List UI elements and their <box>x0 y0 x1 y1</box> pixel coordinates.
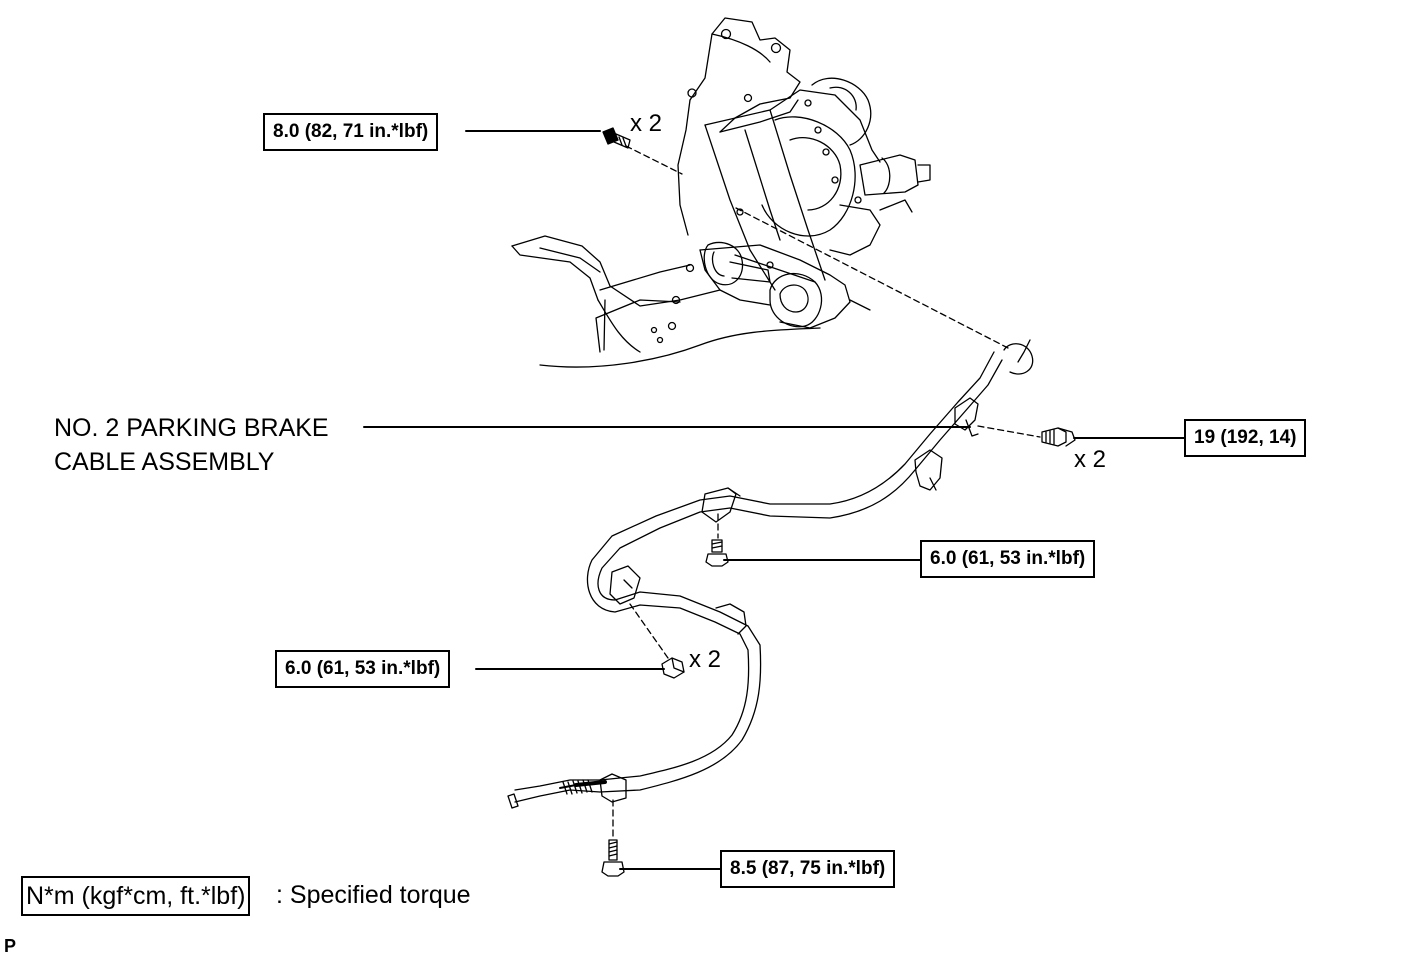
torque-callout-mid: 6.0 (61, 53 in.*lbf) <box>920 540 1096 578</box>
fastener-bolt-bottom <box>601 839 625 877</box>
figure-code: P <box>4 936 17 956</box>
legend-unit-box: N*m (kgf*cm, ft.*lbf) <box>21 876 251 916</box>
fastener-bolt-top <box>602 127 631 149</box>
legend-description: : Specified torque <box>276 881 471 909</box>
quantity-label-right: x 2 <box>1074 446 1107 473</box>
quantity-label-top: x 2 <box>630 110 663 137</box>
torque-callout-right: 19 (192, 14) <box>1184 419 1307 457</box>
assembly-guide-lines <box>612 145 1041 839</box>
fastener-bolt-mid <box>705 539 729 567</box>
torque-callout-left: 6.0 (61, 53 in.*lbf) <box>275 650 451 688</box>
suspension-knuckle-assembly <box>511 17 931 368</box>
leader-lines <box>363 130 1186 870</box>
fastener-nut-left <box>661 657 685 679</box>
fastener-bolt-right <box>1041 427 1076 447</box>
part-name-line-2: CABLE ASSEMBLY <box>54 448 275 476</box>
torque-callout-top: 8.0 (82, 71 in.*lbf) <box>263 113 439 151</box>
part-name-line-1: NO. 2 PARKING BRAKE <box>54 414 329 442</box>
torque-callout-bottom: 8.5 (87, 75 in.*lbf) <box>720 850 896 888</box>
quantity-label-left: x 2 <box>689 646 722 673</box>
parking-brake-cable <box>507 339 1034 809</box>
